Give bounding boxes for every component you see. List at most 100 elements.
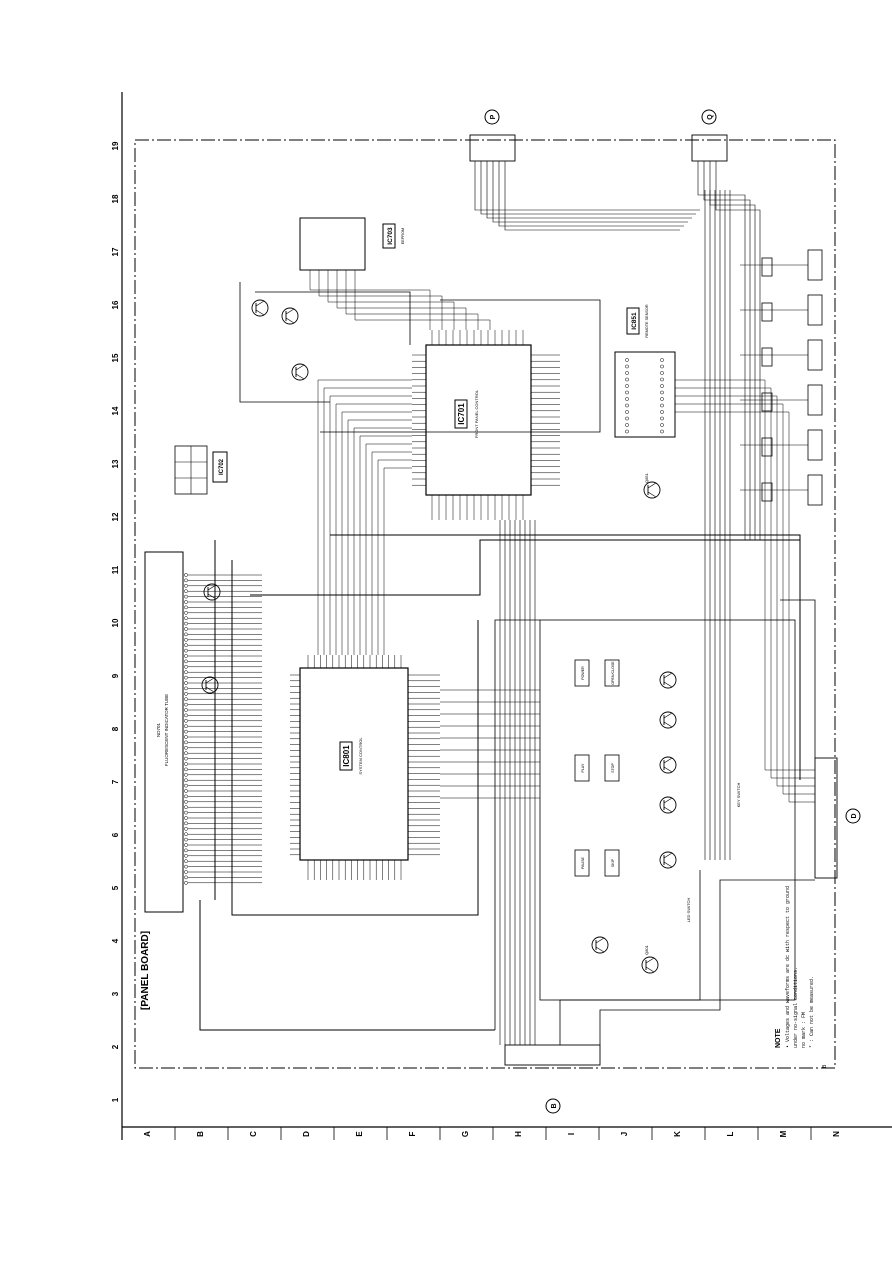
note-line-1: • Voltages and waveforms are dc with res… [785, 886, 791, 1048]
switch-box [604, 849, 620, 877]
fl-pin [184, 600, 188, 604]
fl-pin [184, 648, 188, 653]
wire-path [675, 403, 815, 795]
ic851-pin [660, 423, 664, 427]
switch-box [604, 659, 620, 687]
grid-column-label: 5 [111, 885, 120, 890]
transistor-collector [295, 364, 305, 371]
fl-pin [184, 659, 188, 664]
fl-pin [184, 664, 188, 669]
ic851-pin [625, 358, 629, 362]
fl-tube-label: FLUORESCENT INDICATOR TUBE [164, 694, 169, 766]
wire-path [709, 161, 756, 540]
fl-pin [184, 864, 188, 869]
ic851-pin [660, 377, 664, 382]
wire-path [697, 161, 746, 540]
wire-path [327, 270, 455, 330]
fl-pin [184, 735, 188, 739]
wire-path [335, 403, 412, 655]
grid-row-label: D [302, 1131, 311, 1137]
wire-path [365, 443, 412, 655]
fl-pin [184, 627, 188, 631]
fl-pin [184, 756, 188, 761]
grid-column-label: 11 [111, 565, 120, 574]
switch-label: OPEN/CLOSE [611, 661, 615, 685]
transistor-collector [645, 957, 655, 964]
wire-path [255, 291, 411, 345]
transistor-emitter [255, 309, 265, 316]
grid-column-label: 1 [111, 1097, 120, 1102]
fl-pin [184, 605, 188, 610]
switch-label: POWER [581, 666, 585, 680]
wire-path [377, 459, 412, 655]
grid-column-label: 4 [111, 938, 120, 943]
ic851-pin [625, 416, 629, 421]
ic851-pin [660, 410, 664, 414]
ic702-chip: IC702 [174, 445, 228, 495]
fl-pin [184, 853, 188, 858]
right-switch-small [761, 347, 773, 367]
wire-path [715, 161, 761, 540]
ic701-pins [412, 330, 560, 520]
wire-path [599, 879, 815, 1045]
wire-path [498, 161, 684, 227]
ic801-chip: IC801 SYSTEM CONTROL [299, 667, 409, 861]
grid-column-label: 17 [111, 247, 120, 256]
switch-label: STOP [611, 763, 615, 773]
grid-column-label: 9 [111, 673, 120, 678]
right-switch-small [761, 257, 773, 277]
right-switch-boxes [740, 249, 823, 506]
ic851-pin [625, 410, 629, 414]
connector-d: D [814, 757, 861, 879]
wire-path [486, 161, 692, 219]
note-line-4: * : Can not be measured. [809, 976, 815, 1048]
fl-pin [184, 681, 188, 685]
fl-pin [184, 724, 188, 729]
fl-pin [184, 654, 188, 658]
fl-pin [184, 610, 188, 615]
ic701-chip: IC701 FRONT PANEL CONTROL [425, 344, 532, 496]
ic851-pin [625, 384, 629, 388]
grid-row-label: B [196, 1131, 205, 1137]
fl-pin [184, 686, 188, 691]
grid-column-label: 19 [111, 141, 120, 150]
grid-column-label: 3 [111, 991, 120, 996]
transistor-collector [663, 712, 673, 719]
ic851-pin [625, 377, 629, 382]
fl-pin [184, 837, 188, 842]
ic801-pins [290, 655, 440, 880]
board-title: [PANEL BOARD] [140, 931, 151, 1010]
fl-pin [184, 702, 188, 707]
grid-column-label: 16 [111, 300, 120, 309]
fl-pin [184, 675, 188, 680]
ic851-label: IC851 [631, 312, 638, 330]
right-switch-box [807, 474, 823, 506]
fl-pin [184, 870, 188, 874]
fl-pin [184, 740, 188, 745]
grid-row-label: J [620, 1132, 629, 1136]
q801-label: Q801 [644, 944, 649, 955]
wire-path [354, 270, 491, 330]
fl-pin [184, 578, 188, 583]
fl-pin [184, 670, 188, 675]
right-switch-box [807, 429, 823, 461]
transistor-collector [255, 300, 265, 307]
grid-row-label: M [779, 1130, 788, 1137]
right-switch-small [761, 482, 773, 502]
grid-row-label: N [832, 1131, 841, 1137]
wire-path [329, 395, 412, 655]
grid-column-label: 2 [111, 1044, 120, 1049]
fluorescent-tube-block: ND701 FLUORESCENT INDICATOR TUBE [144, 551, 184, 913]
fl-pin [184, 799, 188, 804]
fl-pin [184, 632, 188, 637]
ic801-label: IC801 [342, 745, 351, 767]
ic702-label: IC702 [219, 458, 225, 475]
wire-path [371, 451, 412, 655]
transistor-emitter [595, 946, 605, 953]
switch-box [574, 754, 590, 782]
ic703-chip: IC703 EEPROM [299, 217, 405, 271]
fl-pin [184, 816, 188, 820]
